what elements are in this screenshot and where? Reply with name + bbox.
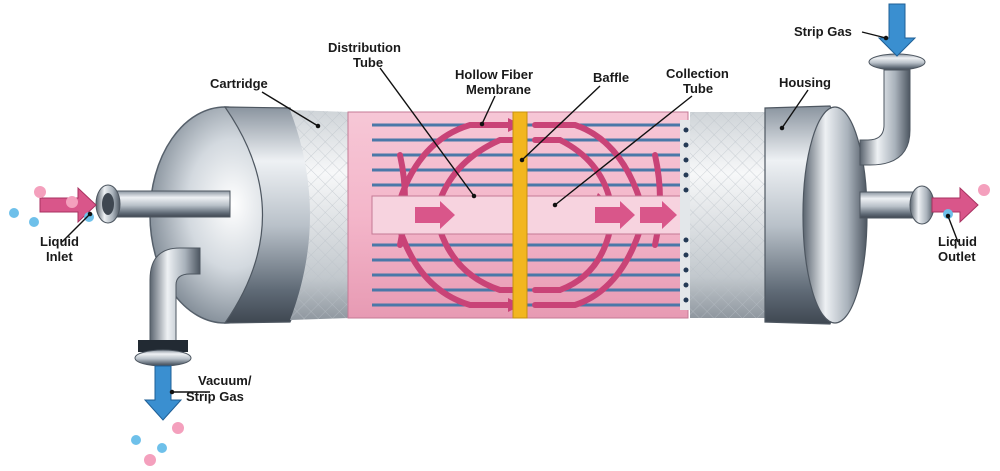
strip-gas-arrow-icon — [877, 3, 917, 57]
vacuum-flange — [134, 349, 192, 367]
right-end-cap — [802, 106, 868, 324]
baffle — [512, 111, 528, 319]
bubble-icon — [157, 443, 167, 453]
label-distribution-tube: Distribution — [328, 40, 401, 55]
label-vacuum-strip-gas: Vacuum/ — [198, 373, 252, 388]
label-collection-tube: Collection — [666, 66, 729, 81]
bubble-icon — [66, 196, 78, 208]
bubble-icon — [84, 212, 94, 222]
bubble-icon — [978, 184, 990, 196]
label-distribution-tube: Tube — [353, 55, 383, 70]
label-vacuum-strip-gas: Strip Gas — [186, 389, 244, 404]
label-liquid-inlet: Inlet — [46, 249, 73, 264]
liquid-inlet-pipe — [103, 190, 231, 218]
liquid-outlet-arrow-icon — [931, 186, 979, 224]
bubbles — [9, 184, 990, 466]
label-liquid-inlet: Liquid — [40, 234, 79, 249]
tube-flow-arrows — [415, 201, 677, 229]
label-hollow-fiber-membrane: Hollow Fiber — [455, 67, 533, 82]
bubble-icon — [34, 186, 46, 198]
bubble-icon — [29, 217, 39, 227]
vacuum-arrow-icon — [143, 365, 183, 421]
label-liquid-outlet: Outlet — [938, 249, 976, 264]
liquid-outlet-flange — [909, 185, 935, 225]
label-cartridge: Cartridge — [210, 76, 268, 91]
labels: Cartridge Distribution Tube Hollow Fiber… — [40, 24, 977, 404]
bubble-icon — [172, 422, 184, 434]
pipes — [95, 53, 935, 367]
bubble-icon — [144, 454, 156, 466]
contactor-body — [149, 105, 868, 325]
label-collection-tube: Tube — [683, 81, 713, 96]
label-liquid-outlet: Liquid — [938, 234, 977, 249]
bubble-icon — [9, 208, 19, 218]
label-housing: Housing — [779, 75, 831, 90]
label-baffle: Baffle — [593, 70, 629, 85]
label-strip-gas: Strip Gas — [794, 24, 852, 39]
leader-lines — [61, 31, 959, 395]
label-hollow-fiber-membrane: Membrane — [466, 82, 531, 97]
strip-gas-elbow-pipe — [859, 69, 911, 166]
bubble-icon — [131, 435, 141, 445]
